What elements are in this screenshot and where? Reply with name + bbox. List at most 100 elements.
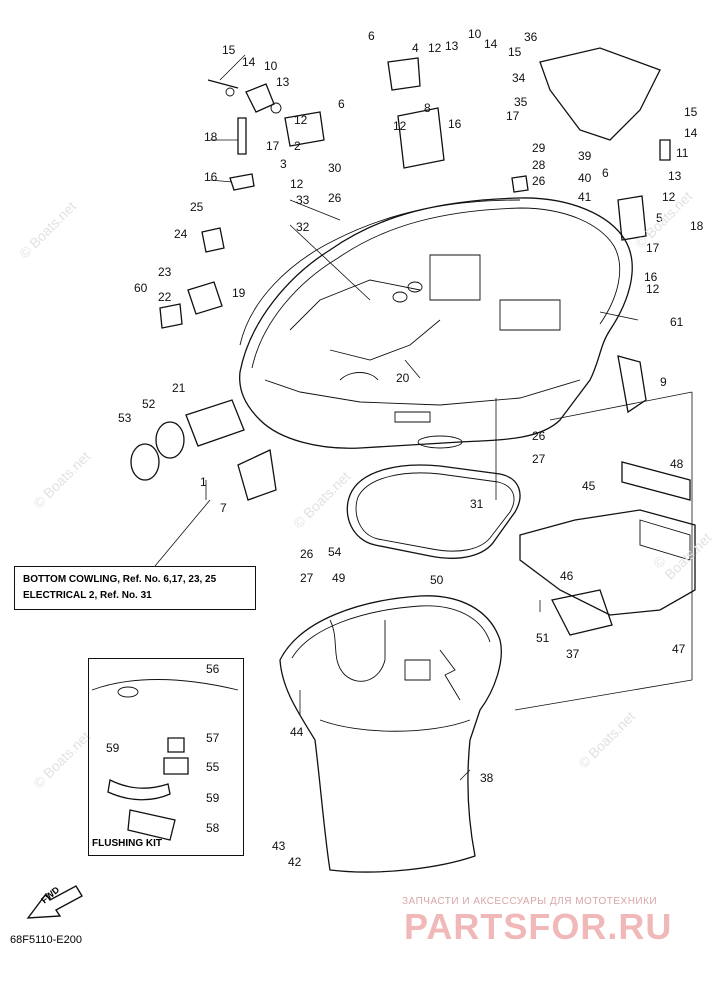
flushing-kit-title: FLUSHING KIT (92, 838, 162, 849)
callout-26-d: 26 (300, 547, 314, 561)
reference-note: BOTTOM COWLING, Ref. No. 6,17, 23, 25 EL… (14, 566, 256, 610)
callout-13-b: 13 (445, 39, 459, 53)
callout-17-a: 17 (266, 139, 280, 153)
shop-tagline: ЗАПЧАСТИ И АКСЕССУАРЫ ДЛЯ МОТОТЕХНИКИ (402, 896, 658, 907)
connector-21-drawing (130, 399, 277, 501)
callout-57: 57 (206, 731, 220, 745)
upper-right-parts (387, 47, 671, 414)
callout-26-a: 26 (328, 191, 342, 205)
callout-43: 43 (272, 839, 286, 853)
callout-52: 52 (142, 397, 156, 411)
reference-note-line1: BOTTOM COWLING, Ref. No. 6,17, 23, 25 (23, 574, 217, 585)
callout-11: 11 (676, 146, 689, 160)
callout-4: 4 (412, 41, 419, 55)
callout-39: 39 (578, 149, 592, 163)
callout-13-a: 13 (276, 75, 290, 89)
callout-35: 35 (514, 95, 528, 109)
callout-34: 34 (512, 71, 526, 85)
callout-9: 9 (660, 375, 667, 389)
callout-15-c: 15 (684, 105, 698, 119)
callout-16-c: 16 (644, 270, 658, 284)
gasket-48-drawing (621, 461, 691, 501)
callout-38: 38 (480, 771, 494, 785)
callout-29: 29 (532, 141, 546, 155)
callout-50: 50 (430, 573, 444, 587)
callout-6-b: 6 (338, 97, 345, 111)
callout-14-a: 14 (242, 55, 256, 69)
callout-51: 51 (536, 631, 550, 645)
callout-22: 22 (158, 290, 172, 304)
callout-12-d: 12 (428, 41, 442, 55)
bracket-37-drawing (551, 589, 613, 636)
callout-5: 5 (656, 211, 663, 225)
callout-37: 37 (566, 647, 580, 661)
callout-47: 47 (672, 642, 686, 656)
callout-59-a: 59 (106, 741, 120, 755)
callout-13-c: 13 (668, 169, 682, 183)
callout-41: 41 (578, 190, 592, 204)
callout-25: 25 (190, 200, 204, 214)
callout-27-b: 27 (300, 571, 314, 585)
callout-2: 2 (294, 139, 301, 153)
callout-17-b: 17 (506, 109, 520, 123)
callout-14-b: 14 (484, 37, 498, 51)
callout-31: 31 (470, 497, 484, 511)
callout-54: 54 (328, 545, 342, 559)
callout-56: 56 (206, 662, 220, 676)
callout-12-a: 12 (294, 113, 308, 127)
bottom-cowling-drawing (239, 197, 633, 449)
callout-1: 1 (200, 475, 207, 489)
callout-8: 8 (424, 101, 431, 115)
flushing-kit-inset (88, 658, 244, 856)
callout-6-a: 6 (368, 29, 375, 43)
callout-20: 20 (396, 371, 410, 385)
callout-42: 42 (288, 855, 302, 869)
lower-case-38-drawing (279, 595, 502, 873)
callout-12-e: 12 (662, 190, 676, 204)
callout-17-c: 17 (646, 241, 660, 255)
reference-note-line2: ELECTRICAL 2, Ref. No. 31 (23, 590, 152, 601)
seal-19-drawing (239, 199, 521, 346)
callout-44: 44 (290, 725, 304, 739)
callout-21: 21 (172, 381, 186, 395)
callout-23: 23 (158, 265, 172, 279)
callout-7: 7 (220, 501, 227, 515)
callout-33: 33 (296, 193, 310, 207)
flushing-kit-drawing (91, 679, 239, 841)
callout-26-b: 26 (532, 174, 546, 188)
callout-15-a: 15 (222, 43, 236, 57)
callout-labels: 1 2 3 4 5 6 6 6 7 8 9 10 10 11 12 12 12 … (106, 27, 704, 869)
callout-12-f: 12 (646, 282, 660, 296)
callout-3: 3 (280, 157, 287, 171)
callout-18-b: 18 (690, 219, 704, 233)
shop-logo: PARTSFOR.RU (404, 906, 673, 947)
callout-49: 49 (332, 571, 346, 585)
callout-36: 36 (524, 30, 538, 44)
callout-26-c: 26 (532, 429, 546, 443)
callout-16-b: 16 (448, 117, 462, 131)
callout-40: 40 (578, 171, 592, 185)
callout-6-c: 6 (602, 166, 609, 180)
bracket-45-drawing (519, 509, 696, 616)
leader-lines (154, 54, 693, 781)
callout-15-b: 15 (508, 45, 522, 59)
callout-48: 48 (670, 457, 684, 471)
callout-19: 19 (232, 286, 246, 300)
seal-54-drawing (346, 464, 521, 559)
callout-27-a: 27 (532, 452, 546, 466)
callout-10-a: 10 (264, 59, 278, 73)
callout-12-c: 12 (393, 119, 407, 133)
callout-14-c: 14 (684, 126, 698, 140)
callout-30: 30 (328, 161, 342, 175)
callout-28: 28 (532, 158, 546, 172)
callout-12-b: 12 (290, 177, 304, 191)
callout-59-b: 59 (206, 791, 220, 805)
fwd-arrow-icon (26, 885, 83, 919)
callout-60: 60 (134, 281, 148, 295)
callout-18-a: 18 (204, 130, 218, 144)
callout-46: 46 (560, 569, 574, 583)
callout-10-b: 10 (468, 27, 482, 41)
callout-53: 53 (118, 411, 132, 425)
callout-58: 58 (206, 821, 220, 835)
